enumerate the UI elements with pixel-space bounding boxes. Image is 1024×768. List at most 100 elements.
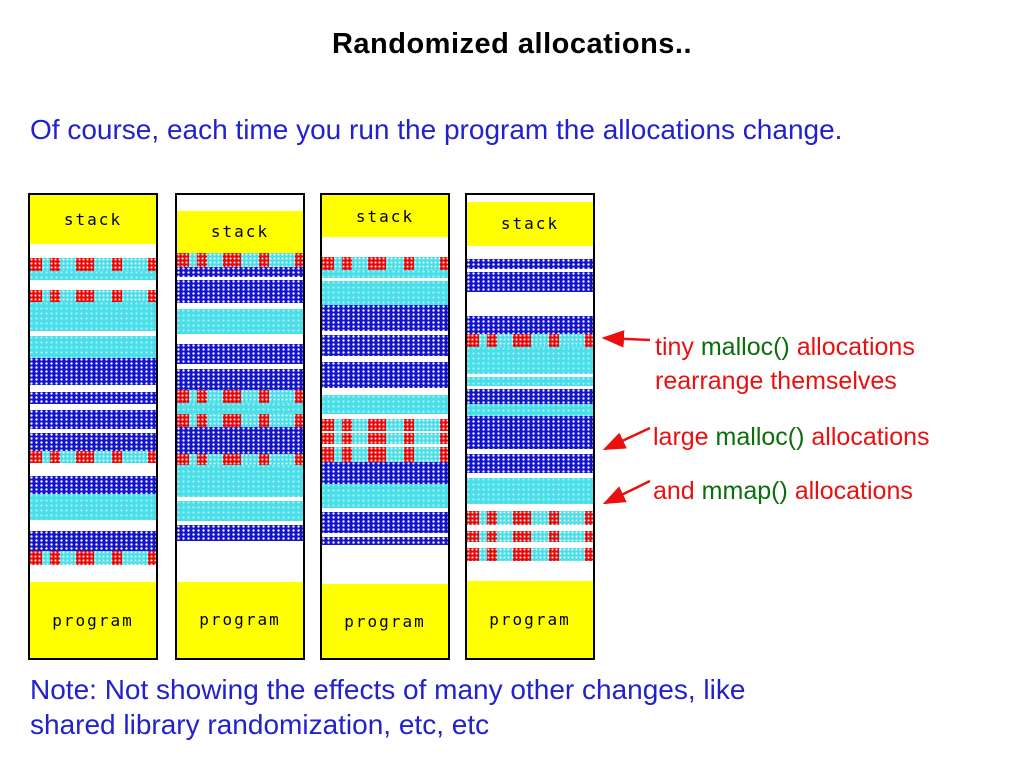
- band-navy: [177, 524, 303, 542]
- band-gap: [467, 542, 593, 548]
- annotation-tiny-malloc: tiny malloc() allocations rearrange them…: [655, 330, 915, 398]
- band-cyan: [177, 309, 303, 334]
- band-gap: [30, 279, 156, 290]
- intro-text: Of course, each time you run the program…: [30, 114, 843, 145]
- band-gap: [467, 503, 593, 512]
- band-gap: [322, 431, 448, 434]
- band-gap: [467, 373, 593, 377]
- band-gap: [467, 448, 593, 455]
- annotation-large-malloc: large malloc() allocations: [653, 420, 930, 454]
- band-gap: [177, 195, 303, 211]
- band-cyan: [322, 269, 448, 279]
- note-line-2: shared library randomization, etc, etc: [30, 709, 490, 740]
- band-tiny: [467, 511, 593, 525]
- band-navy: [30, 357, 156, 386]
- band-navy: [30, 409, 156, 429]
- band-navy: [322, 536, 448, 546]
- band-cyan: [322, 395, 448, 415]
- band-navy: [177, 344, 303, 365]
- band-navy: [322, 304, 448, 332]
- band-gap: [467, 268, 593, 273]
- band-navy: [30, 475, 156, 495]
- band-navy: [177, 427, 303, 454]
- program-label: program: [344, 611, 426, 631]
- band-gap: [30, 428, 156, 434]
- band-gap: [177, 521, 303, 525]
- annotation-text: and: [653, 477, 702, 505]
- band-gap: [30, 564, 156, 583]
- band-cyan: [322, 281, 448, 305]
- band-gap: [467, 524, 593, 532]
- arrow-mmap: [602, 479, 651, 505]
- stack-label: stack: [63, 209, 123, 229]
- band-stack: stack: [467, 201, 593, 246]
- page-title: Randomized allocations..: [331, 28, 693, 60]
- band-gap: [322, 545, 448, 585]
- band-gap: [322, 508, 448, 513]
- band-navy: [30, 433, 156, 451]
- band-gap: [322, 533, 448, 537]
- band-navy: [322, 512, 448, 534]
- band-stack: stack: [322, 195, 448, 238]
- annotation-code: mmap(): [701, 477, 788, 505]
- band-stack: stack: [30, 195, 156, 244]
- band-cyan: [177, 465, 303, 497]
- program-label: program: [52, 610, 134, 630]
- band-tiny: [30, 258, 156, 271]
- band-navy: [177, 280, 303, 303]
- band-tiny: [30, 551, 156, 565]
- band-tiny: [177, 413, 303, 428]
- band-gap: [30, 330, 156, 337]
- band-program: program: [467, 580, 593, 659]
- band-gap: [322, 443, 448, 448]
- annotation-line: tiny malloc() allocations: [655, 330, 915, 364]
- band-tiny: [467, 333, 593, 348]
- annotation-text: large: [653, 423, 716, 451]
- band-tiny: [322, 447, 448, 462]
- band-cyan: [322, 483, 448, 509]
- memory-column-run-4: stack program: [465, 193, 595, 660]
- annotation-text: allocations: [787, 477, 913, 505]
- band-navy: [467, 415, 593, 449]
- band-cyan: [30, 270, 156, 280]
- band-gap: [30, 243, 156, 259]
- band-cyan: [177, 501, 303, 522]
- band-gap: [467, 292, 593, 317]
- band-tiny: [322, 257, 448, 270]
- band-gap: [467, 195, 593, 202]
- band-tiny: [177, 453, 303, 466]
- band-navy: [322, 461, 448, 484]
- stack-label: stack: [500, 214, 560, 234]
- band-tiny: [467, 531, 593, 543]
- band-navy: [30, 531, 156, 552]
- band-cyan: [177, 403, 303, 414]
- stack-label: stack: [355, 206, 415, 226]
- band-navy: [30, 392, 156, 405]
- band-cyan: [467, 478, 593, 504]
- band-gap: [322, 356, 448, 362]
- band-program: program: [177, 581, 303, 658]
- annotation-text: tiny: [655, 333, 701, 361]
- program-label: program: [489, 609, 571, 629]
- band-gap: [467, 245, 593, 259]
- band-gap: [177, 496, 303, 502]
- band-tiny: [322, 433, 448, 444]
- band-cyan: [30, 494, 156, 521]
- annotation-code: malloc(): [715, 423, 805, 451]
- memory-column-run-2: stack program: [175, 193, 305, 660]
- band-stack: stack: [177, 210, 303, 254]
- band-tiny: [322, 418, 448, 432]
- band-navy: [177, 266, 303, 277]
- band-cyan: [30, 336, 156, 358]
- band-gap: [467, 385, 593, 390]
- note-text: Note: Not showing the effects of many ot…: [30, 672, 970, 742]
- memory-column-run-1: stack program: [28, 193, 158, 660]
- band-tiny: [30, 289, 156, 302]
- band-cyan: [467, 404, 593, 416]
- annotation-code: malloc(): [700, 333, 790, 361]
- band-cyan: [467, 347, 593, 374]
- band-navy: [467, 272, 593, 293]
- band-tiny: [177, 253, 303, 267]
- band-gap: [177, 541, 303, 582]
